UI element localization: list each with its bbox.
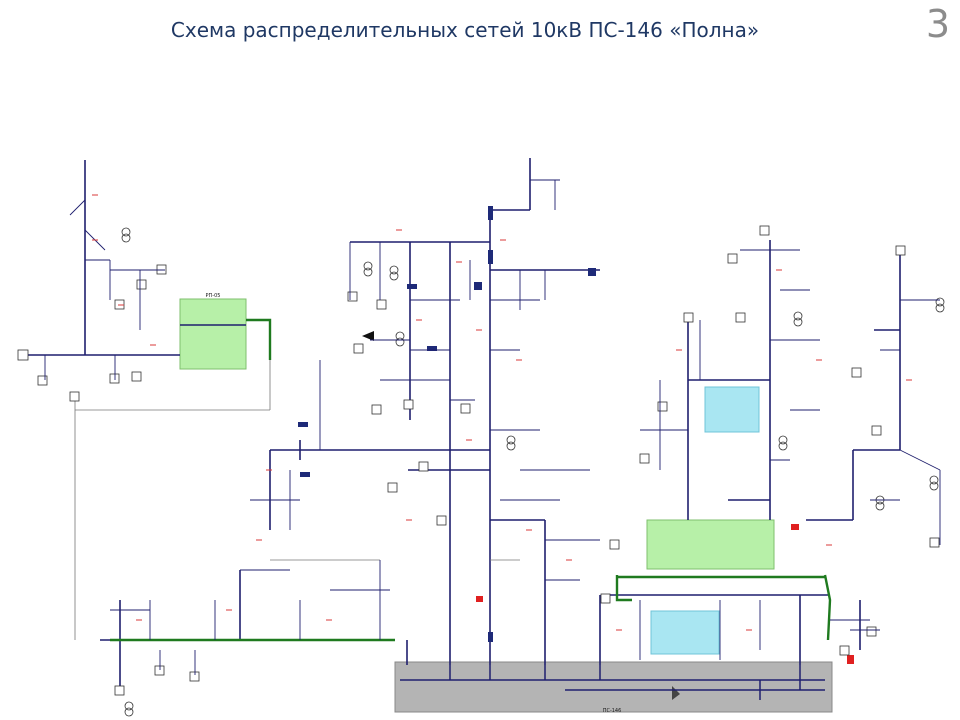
- blue-feeder-markers: [298, 206, 596, 642]
- tp-blue-panel-lower: [650, 610, 720, 655]
- transformer-symbols: [121, 227, 945, 717]
- branch-stubs: [44, 179, 941, 675]
- red-switch-marker: [791, 524, 799, 530]
- rp-panel-center: [646, 519, 775, 570]
- rp05-panel: [179, 298, 247, 370]
- rp05-label: РП-05: [206, 293, 221, 299]
- substation-bus-panel: [394, 661, 833, 713]
- slide-title: Схема распределительных сетей 10кВ ПС-14…: [170, 18, 760, 42]
- substation-bus-label: ПС-146: [603, 708, 622, 714]
- trunk-lines: [25, 158, 901, 690]
- red-annotation-marks: [92, 194, 912, 631]
- thin-links: [74, 360, 520, 640]
- equipment-symbols: [17, 225, 940, 696]
- arrow-marker-left: [362, 331, 374, 341]
- red-switch-marker: [476, 596, 483, 602]
- green-cables: [110, 318, 832, 642]
- substation-busbar: [400, 665, 825, 700]
- tp-blue-panel-upper: [704, 386, 760, 433]
- red-switch-marker: [847, 655, 854, 664]
- page-number: 3: [925, 2, 950, 46]
